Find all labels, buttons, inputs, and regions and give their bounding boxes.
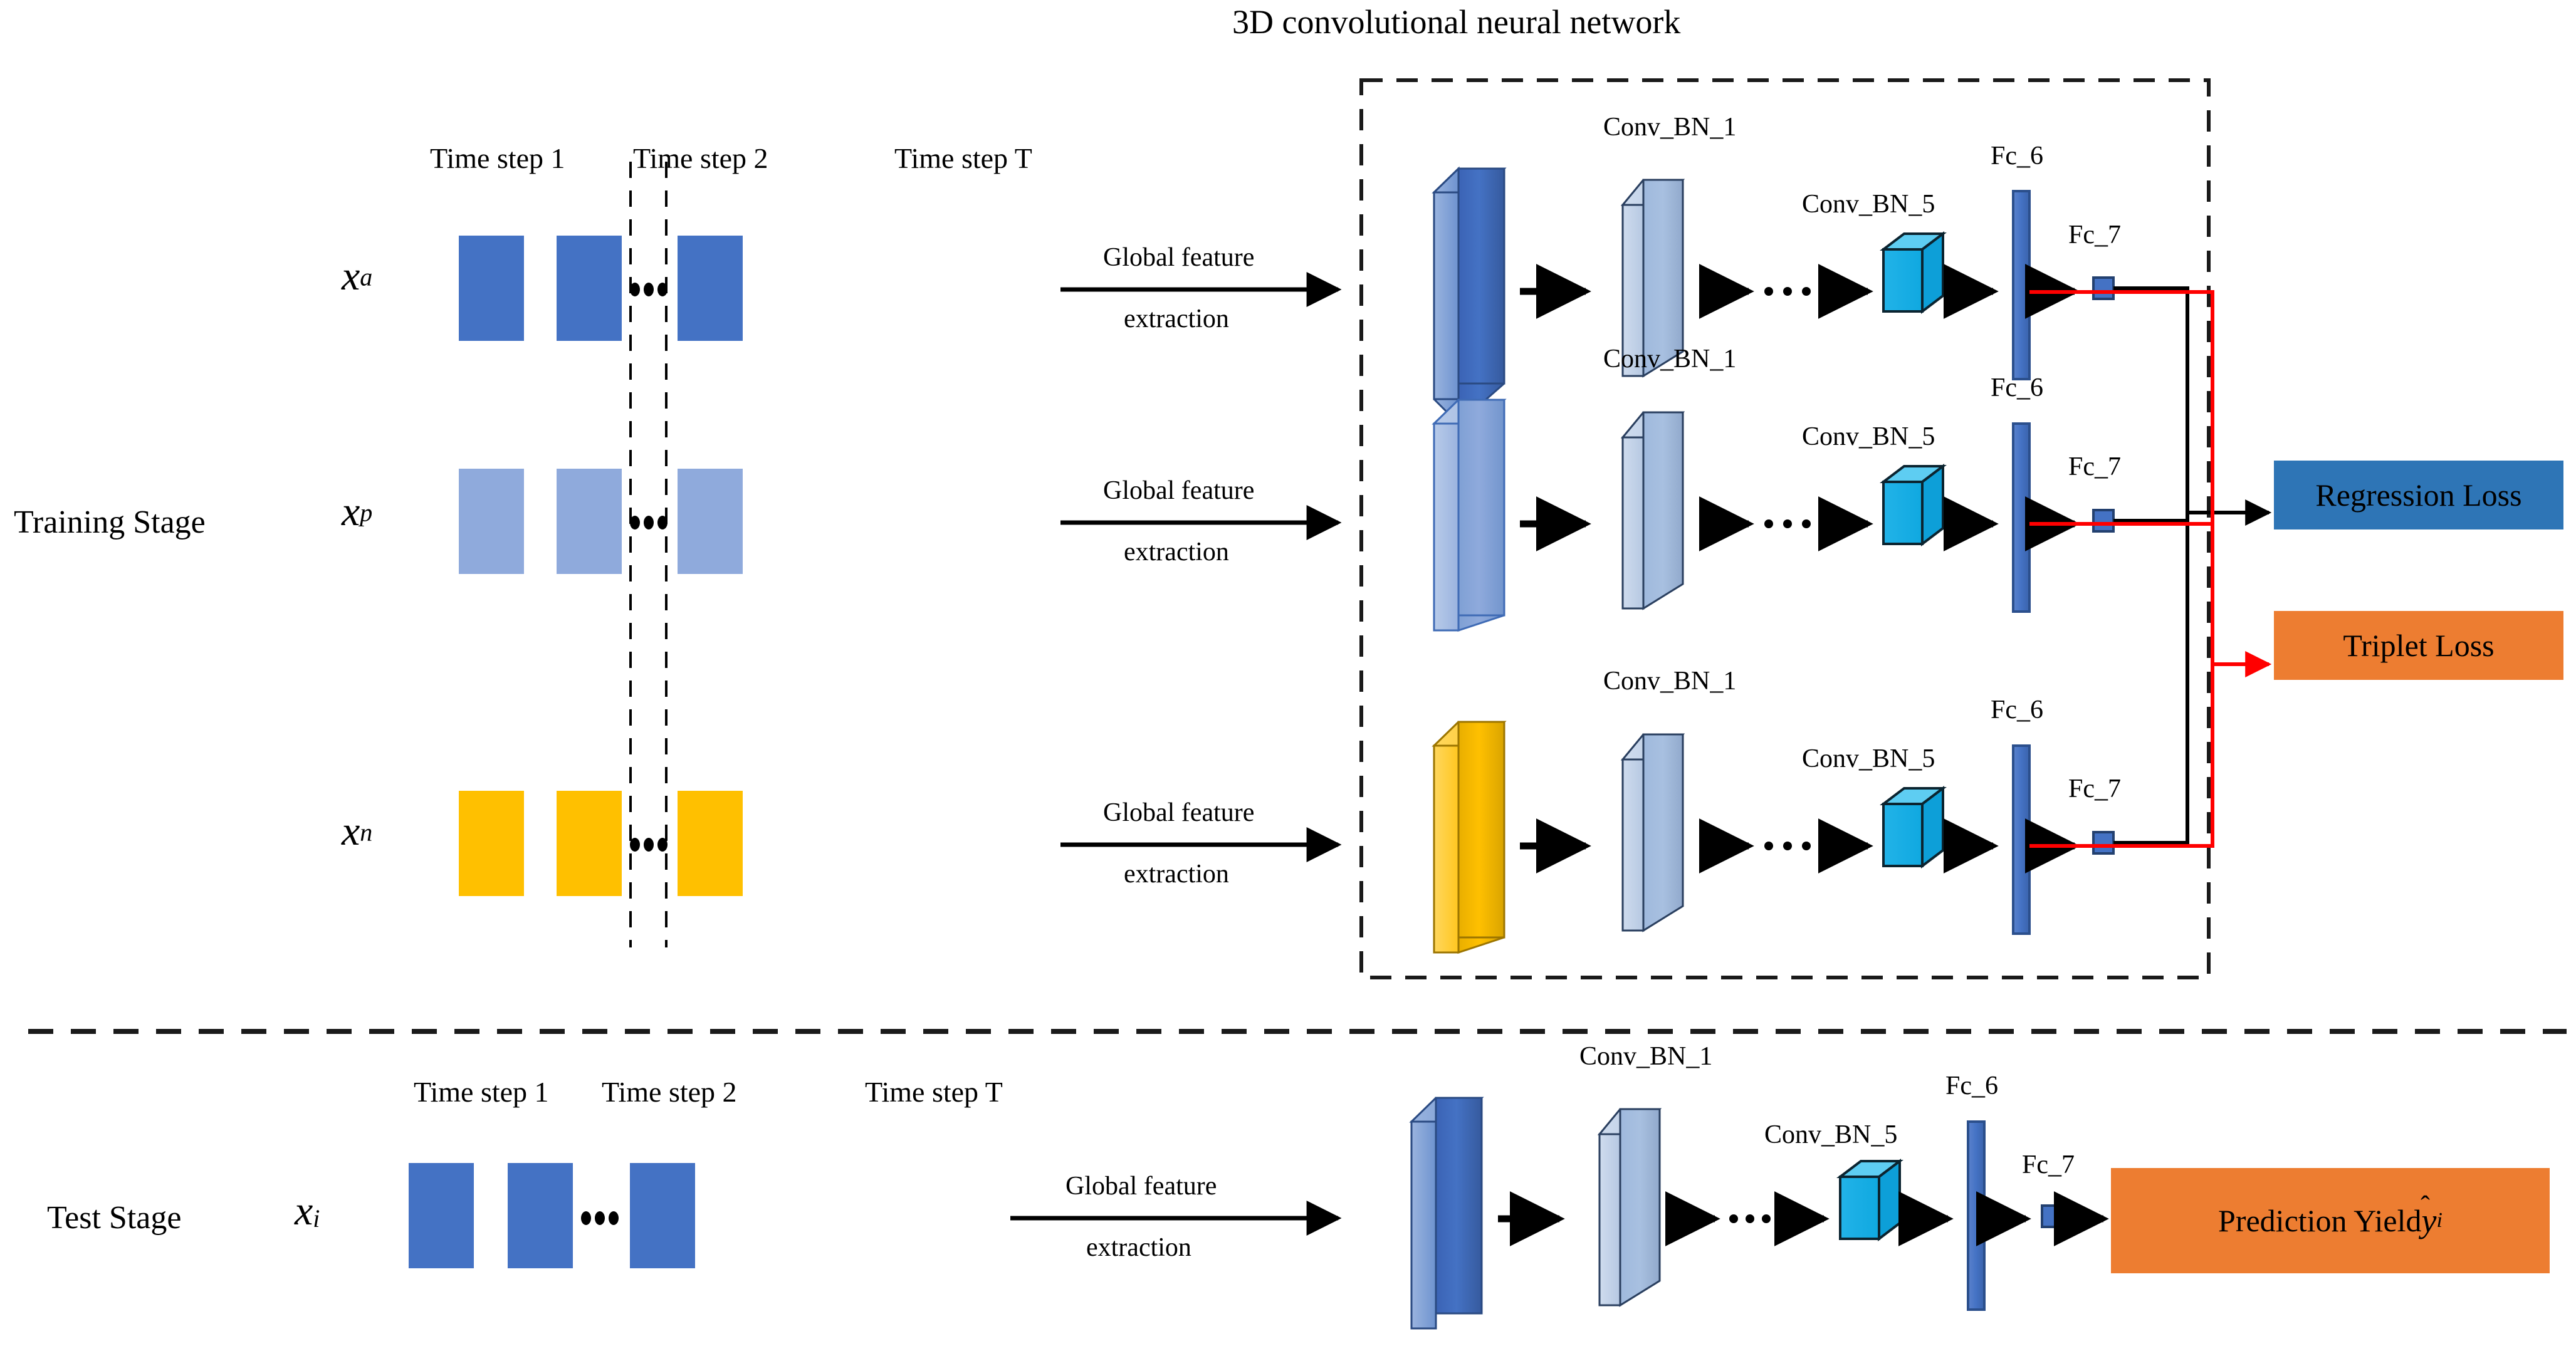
conv-bn-1-slab-test: [1597, 1108, 1662, 1307]
regression-loss-label: Regression Loss: [2315, 477, 2522, 513]
conv-stack-ellipsis-test: [1729, 1214, 1771, 1223]
prediction-yield-symbol: ̂y: [2422, 1201, 2437, 1240]
conv-bn-5-label-anchor: Conv_BN_5: [1802, 190, 1935, 219]
input-volume-slab-positive: [1432, 399, 1507, 632]
fc7-node-anchor: [2092, 276, 2115, 300]
test-stage-label: Test Stage: [47, 1200, 182, 1236]
timestep-T-label-training: Time step T: [894, 142, 1032, 174]
timestep-1-label-training: Time step 1: [430, 142, 565, 174]
input-volume-slab-test: [1409, 1097, 1484, 1330]
input-volume-slab-negative: [1432, 721, 1507, 954]
global-feature-label-positive-line2: extraction: [1124, 538, 1229, 566]
global-feature-label-negative-line2: extraction: [1124, 860, 1229, 889]
global-feature-label-test-line2: extraction: [1086, 1233, 1191, 1262]
conv-stack-ellipsis-negative: [1764, 842, 1811, 850]
triplet-loss-connectors: [2029, 290, 2272, 848]
fc6-label-negative: Fc_6: [1991, 696, 2043, 724]
conv-bn-1-slab-anchor: [1620, 179, 1685, 378]
training-stage-label: Training Stage: [14, 504, 206, 540]
regression-loss-box[interactable]: Regression Loss: [2274, 461, 2563, 529]
fc6-label-test: Fc_6: [1945, 1072, 1998, 1100]
prediction-yield-base: y: [2421, 1202, 2437, 1239]
fc7-label-negative: Fc_7: [2068, 774, 2121, 803]
triplet-loss-box[interactable]: Triplet Loss: [2274, 611, 2563, 680]
regression-loss-connectors: [2113, 286, 2272, 845]
global-feature-label-positive-line1: Global feature: [1103, 476, 1255, 505]
fc7-label-anchor: Fc_7: [2068, 221, 2121, 249]
input-symbol-negative-base: x: [342, 808, 360, 854]
conv-bn-1-label-test: Conv_BN_1: [1579, 1042, 1713, 1071]
input-squares-negative: [459, 791, 743, 896]
prediction-yield-prefix: Prediction Yield: [2218, 1203, 2422, 1238]
timestep-1-label-test: Time step 1: [414, 1076, 549, 1108]
input-squares-positive: [459, 469, 743, 574]
conv-bn-5-label-positive: Conv_BN_5: [1802, 422, 1935, 451]
input-symbol-positive-base: x: [342, 489, 360, 535]
fc6-bar-positive: [2012, 422, 2031, 613]
timestep-dashed-separators: [629, 162, 668, 947]
fc6-bar-test: [1967, 1120, 1986, 1311]
global-feature-label-test-line1: Global feature: [1065, 1172, 1217, 1201]
fc6-bar-negative: [2012, 744, 2031, 935]
conv-bn-1-slab-negative: [1620, 733, 1685, 932]
triplet-loss-label: Triplet Loss: [2343, 628, 2495, 663]
conv-bn-5-cube-positive: [1880, 463, 1947, 547]
global-feature-label-anchor-line1: Global feature: [1103, 243, 1255, 272]
input-symbol-test-sub: i: [313, 1204, 320, 1233]
fc7-node-test: [2041, 1204, 2063, 1228]
conv-bn-1-label-negative: Conv_BN_1: [1603, 667, 1737, 696]
global-feature-arrows: [1060, 272, 1342, 862]
fc6-label-positive: Fc_6: [1991, 373, 2043, 402]
input-volume-slab-anchor: [1432, 166, 1507, 426]
prediction-yield-sub: i: [2436, 1209, 2442, 1232]
conv-bn-1-label-anchor: Conv_BN_1: [1603, 113, 1737, 142]
fc6-bar-anchor: [2012, 190, 2031, 380]
input-squares-anchor: [459, 236, 743, 341]
conv-bn-5-label-test: Conv_BN_5: [1764, 1120, 1898, 1149]
input-symbol-positive: xp: [342, 491, 372, 533]
global-feature-label-anchor-line2: extraction: [1124, 305, 1229, 333]
input-symbol-test: xi: [295, 1191, 320, 1232]
input-symbol-positive-sup: p: [360, 498, 373, 527]
fc6-label-anchor: Fc_6: [1991, 142, 2043, 170]
cnn-dashed-boundary: [1359, 78, 2211, 979]
input-symbol-test-base: x: [295, 1188, 313, 1234]
conv-bn-5-cube-anchor: [1880, 231, 1947, 315]
input-symbol-anchor-sup: a: [360, 263, 373, 291]
fc7-node-negative: [2092, 831, 2115, 855]
fc7-label-test: Fc_7: [2022, 1150, 2075, 1179]
prediction-yield-box[interactable]: Prediction Yield ̂yi: [2111, 1168, 2550, 1273]
timestep-ellipsis-test: [581, 1211, 619, 1225]
timestep-2-label-training: Time step 2: [633, 142, 768, 174]
conv-bn-5-cube-test: [1836, 1158, 1903, 1242]
timestep-T-label-test: Time step T: [865, 1076, 1003, 1108]
timestep-ellipsis: [630, 283, 668, 852]
conv-bn-5-label-negative: Conv_BN_5: [1802, 744, 1935, 773]
input-symbol-anchor: xa: [342, 256, 372, 297]
timestep-2-label-test: Time step 2: [602, 1076, 737, 1108]
conv-bn-1-label-positive: Conv_BN_1: [1603, 345, 1737, 373]
input-squares-test: [409, 1163, 695, 1268]
conv-bn-1-slab-positive: [1620, 411, 1685, 610]
input-symbol-negative: xn: [342, 811, 372, 852]
global-feature-label-negative-line1: Global feature: [1103, 798, 1255, 827]
conv-stack-ellipsis-anchor: [1764, 287, 1811, 296]
fc7-node-positive: [2092, 509, 2115, 533]
conv-stack-ellipsis-positive: [1764, 519, 1811, 528]
conv-bn-5-cube-negative: [1880, 785, 1947, 869]
diagram-title: 3D convolutional neural network: [1232, 3, 1681, 41]
fc7-label-positive: Fc_7: [2068, 452, 2121, 481]
input-symbol-negative-sup: n: [360, 818, 373, 847]
input-symbol-anchor-base: x: [342, 253, 360, 299]
